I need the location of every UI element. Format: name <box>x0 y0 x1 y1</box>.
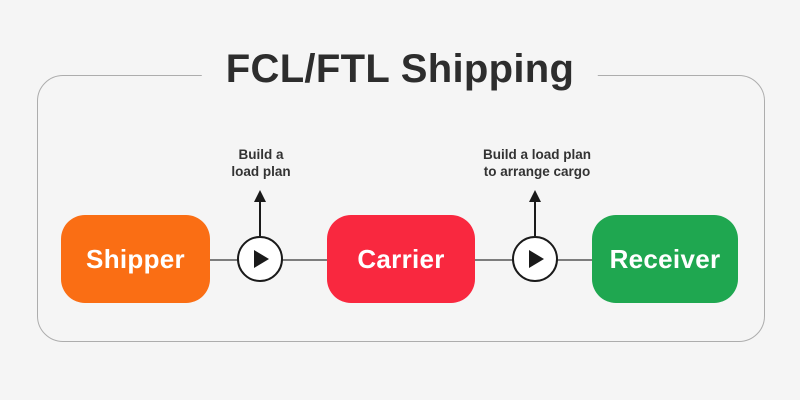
annotation-line-2: load plan <box>231 164 291 179</box>
annotation-line-1: Build a <box>238 147 284 162</box>
play-icon <box>529 250 544 268</box>
node-shipper-label: Shipper <box>86 243 185 274</box>
annotation-build-load-plan-arrange-cargo: Build a load plan to arrange cargo <box>483 146 591 180</box>
node-shipper: Shipper <box>61 215 210 303</box>
arrow-up-line-1 <box>259 202 261 236</box>
step-circle-2 <box>512 236 558 282</box>
page-title: FCL/FTL Shipping <box>201 43 599 95</box>
node-carrier: Carrier <box>327 215 475 303</box>
node-receiver: Receiver <box>592 215 738 303</box>
arrow-up-head-icon-1 <box>254 190 266 202</box>
node-receiver-label: Receiver <box>609 243 721 274</box>
arrow-up-line-2 <box>534 202 536 236</box>
node-carrier-label: Carrier <box>357 243 445 274</box>
step-circle-1 <box>237 236 283 282</box>
annotation-build-load-plan: Build a load plan <box>231 146 290 180</box>
annotation-line-1: Build a load plan <box>482 147 592 162</box>
arrow-up-head-icon-2 <box>529 190 541 202</box>
play-icon <box>254 250 269 268</box>
annotation-line-2: to arrange cargo <box>483 164 591 179</box>
